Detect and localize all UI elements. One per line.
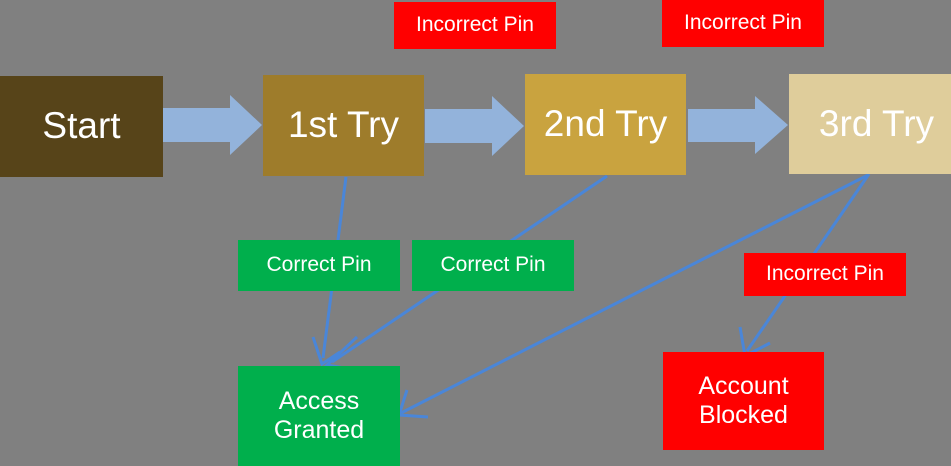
label-incorrect-pin-2[interactable]: Incorrect Pin xyxy=(662,0,824,47)
label-correct-pin-2[interactable]: Correct Pin xyxy=(412,240,574,291)
node-1st-try[interactable]: 1st Try xyxy=(263,75,424,176)
label-incorrect-pin-1[interactable]: Incorrect Pin xyxy=(394,2,556,49)
node-start[interactable]: Start xyxy=(0,76,163,177)
label-correct-pin-1[interactable]: Correct Pin xyxy=(238,240,400,291)
node-2nd-try[interactable]: 2nd Try xyxy=(525,74,686,175)
block-arrow-start-to-1st-try xyxy=(163,95,262,155)
label-incorrect-pin-3[interactable]: Incorrect Pin xyxy=(744,253,906,296)
node-3rd-try[interactable]: 3rd Try xyxy=(789,74,951,174)
block-arrow-1st-try-to-2nd-try xyxy=(425,96,524,156)
block-arrow-2nd-try-to-3rd-try xyxy=(688,96,788,154)
node-access-granted[interactable]: Access Granted xyxy=(238,366,400,466)
node-account-blocked[interactable]: Account Blocked xyxy=(663,352,824,450)
